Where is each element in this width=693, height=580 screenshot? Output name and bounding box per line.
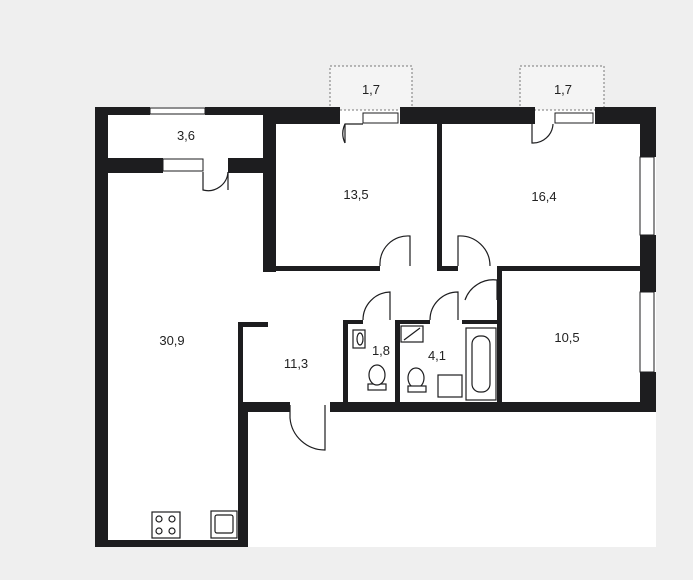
room-area-living-kitchen: 30,9 bbox=[159, 333, 184, 348]
outer-walls bbox=[95, 107, 656, 547]
room-area-bathroom: 4,1 bbox=[428, 348, 446, 363]
windows bbox=[149, 107, 655, 373]
room-area-hallway: 11,3 bbox=[284, 356, 308, 371]
room-area-bedroom-small: 10,5 bbox=[554, 330, 579, 345]
room-area-balcony-right: 1,7 bbox=[554, 82, 572, 97]
doors bbox=[202, 123, 554, 451]
room-area-bedroom-right: 16,4 bbox=[531, 189, 556, 204]
room-area-bedroom-left: 13,5 bbox=[343, 187, 368, 202]
balcony-left-outline bbox=[329, 65, 413, 111]
kitchen-sink-icon bbox=[210, 510, 238, 539]
sink-toilet bbox=[352, 329, 387, 391]
stove-icon bbox=[151, 511, 181, 539]
room-area-balcony-left: 1,7 bbox=[362, 82, 380, 97]
bathroom-fixtures bbox=[400, 325, 497, 401]
room-area-loggia: 3,6 bbox=[177, 128, 195, 143]
balcony-right-outline bbox=[519, 65, 605, 111]
floor-background bbox=[96, 107, 656, 547]
room-area-toilet: 1,8 bbox=[372, 343, 390, 358]
